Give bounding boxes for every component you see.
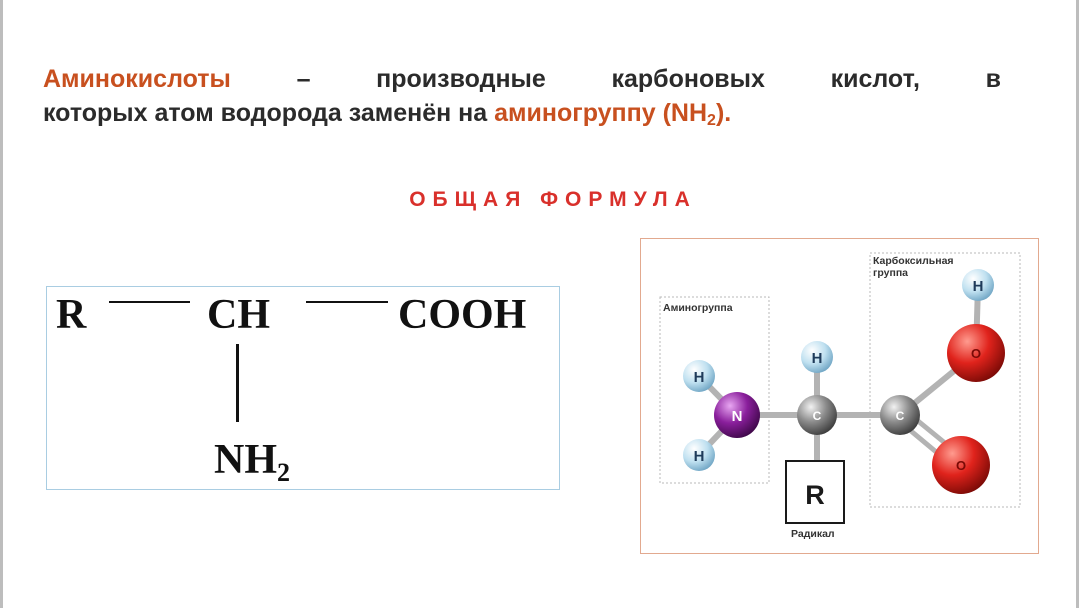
formula-nh: NH <box>214 437 277 483</box>
radical-label: Радикал <box>791 528 835 540</box>
radical-symbol: R <box>805 480 825 510</box>
formula-bond-ch-cooh <box>306 301 388 303</box>
atom-h-carboxyl: H <box>962 269 994 301</box>
definition-line-2-text: которых атом водорода заменён на <box>43 99 495 127</box>
atom-c-carboxyl: C <box>880 395 920 435</box>
definition-word: кислот, <box>830 65 920 93</box>
svg-text:O: O <box>956 458 966 473</box>
formula-r: R <box>56 292 87 338</box>
carboxyl-group-label: Карбоксильная группа <box>873 255 954 279</box>
formula-bond-ch-nh2 <box>236 344 239 422</box>
atom-h-amino-top: H <box>683 360 715 392</box>
general-formula-box: R CH COOH NH2 <box>46 286 560 490</box>
definition-line-1: Аминокислоты – производные карбоновых ки… <box>43 62 1001 96</box>
svg-text:H: H <box>973 278 984 295</box>
definition-word: в <box>985 65 1001 93</box>
formula-cooh: COOH <box>398 292 527 338</box>
molecule-model-box: H H N H C C O <box>640 238 1039 554</box>
aminogroup-word: аминогруппу (NH <box>494 99 708 127</box>
formula-nh2: NH2 <box>214 437 290 486</box>
aminogroup-subscript: 2 <box>707 112 716 129</box>
atom-o-carbonyl: O <box>932 436 990 494</box>
term-aminogroup: аминогруппу (NH2). <box>494 99 732 129</box>
term-aminoacids: Аминокислоты <box>43 65 231 93</box>
atom-n: N <box>714 392 760 438</box>
aminogroup-end: ). <box>715 99 732 127</box>
svg-text:H: H <box>694 448 705 465</box>
definition-word: карбоновых <box>611 65 765 93</box>
aminogroup-frame <box>659 296 770 484</box>
svg-text:N: N <box>732 408 743 425</box>
definition-line-2: которых атом водорода заменён на аминогр… <box>43 96 1001 130</box>
formula-nh2-subscript: 2 <box>277 458 290 487</box>
formula-ch: CH <box>207 292 270 338</box>
atom-h-amino-bottom: H <box>683 439 715 471</box>
atom-h-alpha: H <box>801 341 833 373</box>
atom-c-alpha: C <box>797 395 837 435</box>
carboxyl-group-frame <box>869 252 1021 508</box>
molecule-model-svg: H H N H C C O <box>659 252 1021 524</box>
formula-heading: ОБЩАЯ ФОРМУЛА <box>409 188 697 211</box>
definition-text: Аминокислоты – производные карбоновых ки… <box>43 62 1001 130</box>
definition-word: производные <box>376 65 546 93</box>
atom-o-hydroxyl: O <box>947 324 1005 382</box>
svg-text:H: H <box>812 350 823 367</box>
svg-text:C: C <box>813 409 822 423</box>
formula-bond-r-ch <box>109 301 190 303</box>
definition-dash: – <box>296 65 311 93</box>
svg-text:O: O <box>971 346 981 361</box>
radical-box <box>785 460 845 524</box>
svg-text:H: H <box>694 369 705 386</box>
aminogroup-label: Аминогруппа <box>663 302 733 314</box>
svg-text:C: C <box>896 409 905 423</box>
